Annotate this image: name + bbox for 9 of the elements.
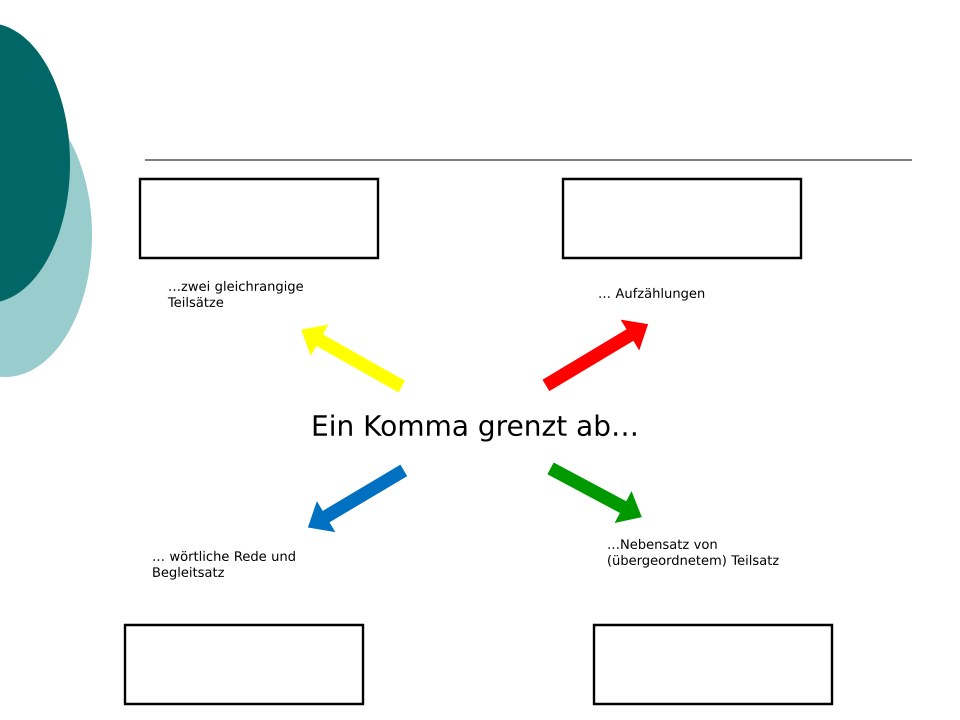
label-text: … wörtliche Rede und Begleitsatz bbox=[153, 550, 295, 580]
heading-text: Ein Komma grenzt ab… bbox=[314, 414, 636, 442]
label-text: …Nebensatz von (übergeordnetem) Teilsatz bbox=[608, 538, 779, 568]
empty-box bbox=[124, 624, 364, 706]
empty-box bbox=[562, 178, 802, 260]
empty-box bbox=[138, 178, 380, 260]
empty-box bbox=[592, 624, 834, 706]
label-text: … Aufzählungen bbox=[599, 288, 704, 301]
label-text: …zwei gleichrangige Teilsätze bbox=[168, 280, 303, 308]
